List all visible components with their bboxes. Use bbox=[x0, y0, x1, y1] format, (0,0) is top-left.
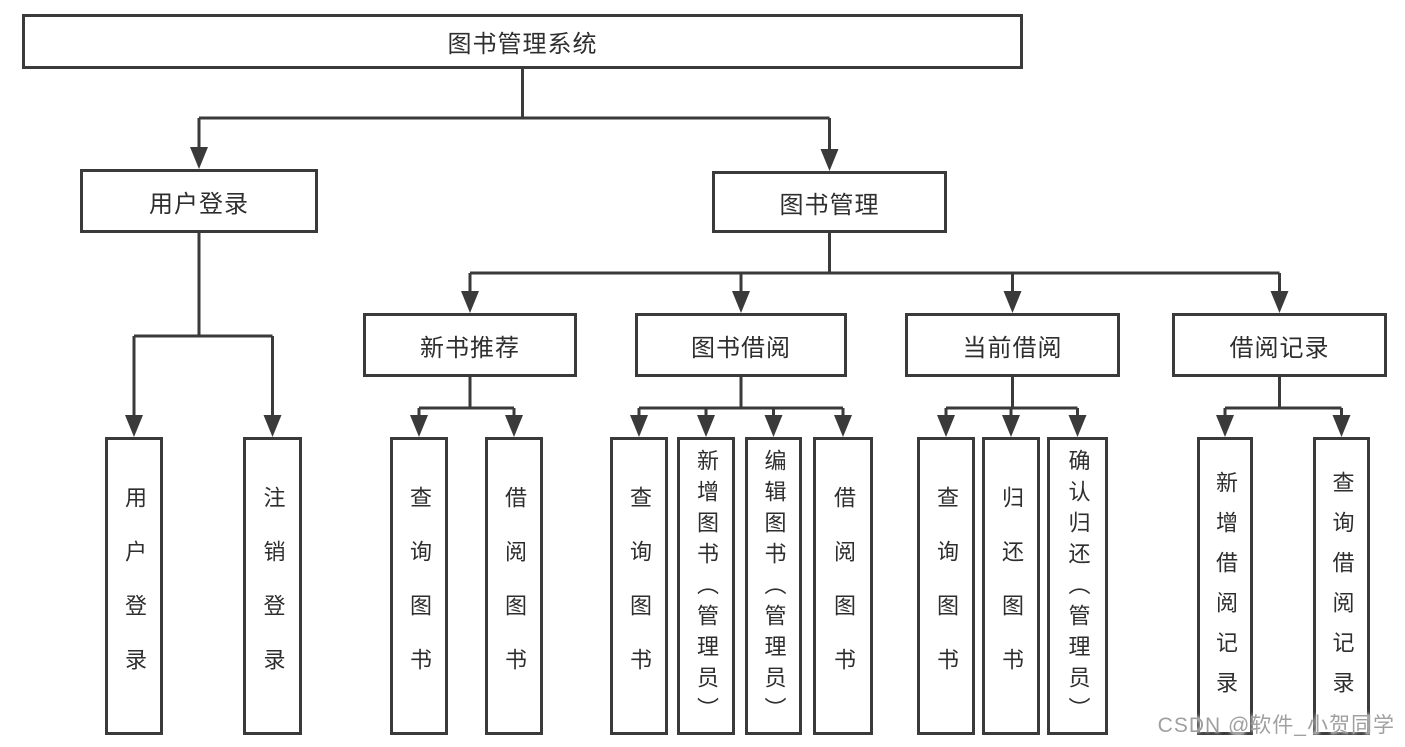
node-book-borrow: 图书借阅 bbox=[635, 313, 847, 377]
node-user-login: 用户登录 bbox=[80, 169, 318, 233]
node-query-borrow-record: 查询借阅记录 bbox=[1313, 437, 1370, 735]
node-label: 当前借阅 bbox=[962, 334, 1063, 362]
node-label: 新增借阅记录 bbox=[1213, 470, 1238, 711]
node-label: 图书借阅 bbox=[691, 334, 791, 362]
csdn-watermark: CSDN @软件_小贺同学 bbox=[1157, 714, 1395, 737]
node-label: 查询图书 bbox=[934, 486, 959, 702]
node-label: 用户登录 bbox=[149, 190, 249, 218]
node-user-login-leaf: 用户登录 bbox=[105, 437, 163, 735]
node-return-book: 归还图书 bbox=[982, 437, 1040, 735]
node-label: 借阅图书 bbox=[502, 486, 527, 702]
node-confirm-return-admin: 确认归还（管理员） bbox=[1047, 437, 1108, 735]
node-label: 归还图书 bbox=[999, 486, 1024, 702]
node-borrow-books: 借阅图书 bbox=[813, 437, 873, 735]
node-add-borrow-record: 新增借阅记录 bbox=[1197, 437, 1253, 735]
node-logout: 注销登录 bbox=[243, 437, 302, 735]
node-edit-book-admin: 编辑图书（管理员） bbox=[745, 437, 802, 735]
node-label: 注销登录 bbox=[260, 486, 286, 702]
node-query-books-current: 查询图书 bbox=[917, 437, 975, 735]
node-add-book-admin: 新增图书（管理员） bbox=[677, 437, 735, 735]
connector-segments bbox=[132, 69, 1343, 418]
node-label: 新增图书（管理员） bbox=[694, 448, 719, 728]
node-new-book-recommendation: 新书推荐 bbox=[363, 313, 577, 377]
node-label: 借阅记录 bbox=[1229, 334, 1330, 362]
node-label: 查询图书 bbox=[627, 486, 652, 702]
node-label: 编辑图书（管理员） bbox=[761, 448, 787, 728]
node-label: 图书管理 bbox=[779, 191, 880, 219]
node-borrow-books-recommend: 借阅图书 bbox=[485, 437, 543, 735]
node-label: 借阅图书 bbox=[831, 486, 856, 702]
node-library-management-system: 图书管理系统 bbox=[22, 14, 1023, 69]
node-current-borrow: 当前借阅 bbox=[905, 313, 1120, 377]
node-book-management: 图书管理 bbox=[712, 171, 947, 233]
node-label: 确认归还（管理员） bbox=[1065, 448, 1091, 728]
node-label: 图书管理系统 bbox=[447, 31, 598, 58]
node-query-books-borrow: 查询图书 bbox=[610, 437, 668, 735]
node-label: 查询图书 bbox=[407, 486, 432, 702]
node-label: 新书推荐 bbox=[420, 334, 520, 362]
node-query-books-recommend: 查询图书 bbox=[390, 437, 448, 735]
node-label: 用户登录 bbox=[122, 486, 147, 702]
arrowhead-icons bbox=[125, 147, 1351, 437]
node-label: 查询借阅记录 bbox=[1329, 470, 1355, 711]
node-borrow-records: 借阅记录 bbox=[1172, 313, 1387, 377]
